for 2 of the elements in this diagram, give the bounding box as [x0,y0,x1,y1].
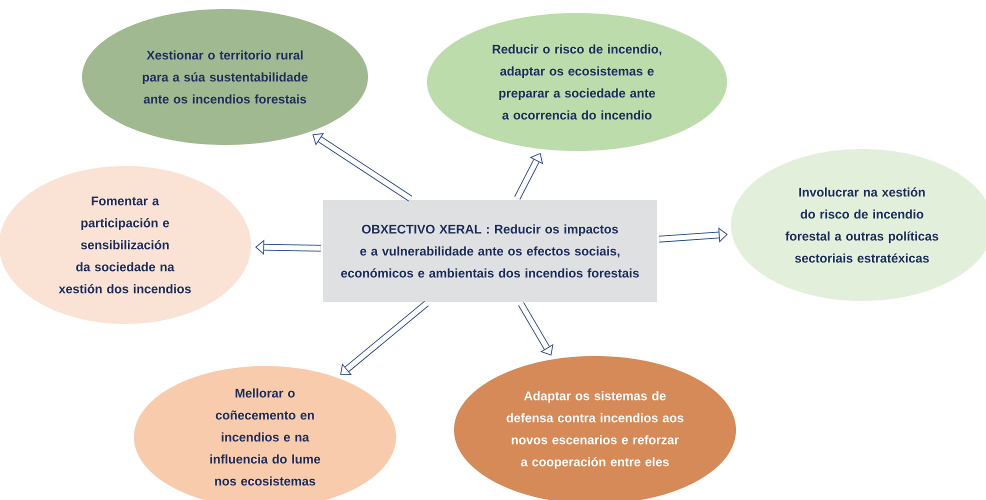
arrow [340,300,429,376]
objective-box: OBXECTIVO XERAL : Reducir os impactos e a vulnerabilidade ante os efectos sociais, económicos e ambientais dos incendios forestais [323,200,657,302]
